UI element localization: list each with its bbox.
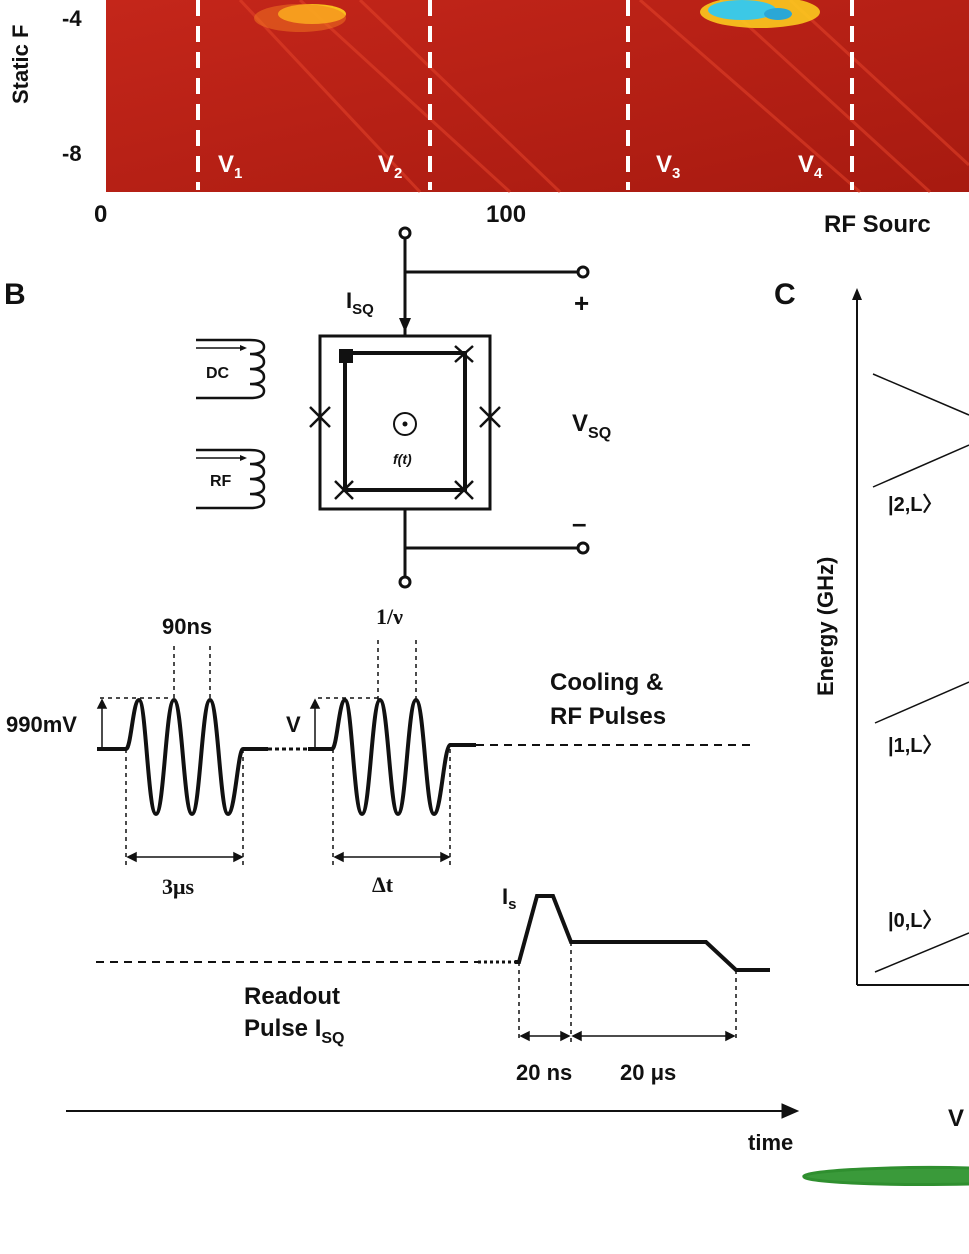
panel-c-axes <box>852 288 969 986</box>
state-label-1L: |1,L〉 <box>888 734 943 757</box>
amplitude-label-1: 990mV <box>6 712 77 737</box>
minus-sign: – <box>572 508 586 538</box>
readout-annotations <box>518 942 737 1042</box>
readout-label-line2: Pulse ISQ <box>244 1015 345 1047</box>
amplitude-label-2: V <box>286 712 301 737</box>
marker-lines <box>196 0 854 190</box>
readout-time-1: 20 ns <box>516 1060 572 1085</box>
heatmap-cyan-spot-2 <box>764 8 792 20</box>
panel-b-label: B <box>4 278 26 311</box>
marker-label-v4: V4 <box>798 151 823 182</box>
heatmap-orange-spot <box>254 4 346 32</box>
dimension-arrows <box>96 698 451 863</box>
marker-label-v3: V3 <box>656 151 680 182</box>
plus-terminal <box>576 265 590 279</box>
x-tick-0: 0 <box>94 201 107 228</box>
freq-label: 1/ν <box>376 604 403 629</box>
flux-circle-icon <box>393 412 417 436</box>
minus-terminal <box>576 541 590 555</box>
is-label: Is <box>502 884 516 913</box>
time-axis <box>66 1103 800 1119</box>
panel-a: V1 V2 V3 V4 Static F -4 -8 0 100 RF Sour… <box>8 0 969 238</box>
top-terminal <box>398 226 412 240</box>
junction-crosses <box>309 345 501 500</box>
panel-c: C Energy (GHz) |2,L〉 |1,L〉 |0,L〉 V <box>774 278 969 1132</box>
flux-label: f(t) <box>393 451 412 467</box>
cooling-label-line2: RF Pulses <box>550 703 666 730</box>
energy-levels <box>872 373 969 973</box>
y-tick-minus4: -4 <box>62 6 82 31</box>
period-label: 90ns <box>162 614 212 639</box>
marker-label-v1: V1 <box>218 151 242 182</box>
squid-marker-square <box>339 349 353 363</box>
heatmap-stripes <box>238 0 969 194</box>
bottom-terminal <box>398 575 412 589</box>
state-label-2L: |2,L〉 <box>888 493 943 516</box>
squid-circuit <box>309 226 590 589</box>
dc-coil <box>196 338 266 400</box>
readout-waveform <box>96 894 770 972</box>
cooling-label-line1: Cooling & <box>550 669 663 696</box>
heatmap-cyan-spot <box>708 0 776 20</box>
cooling-waveform <box>97 697 756 817</box>
vsq-label: VSQ <box>572 410 611 442</box>
readout-dimension-arrows <box>519 1030 736 1042</box>
dc-coil-label: DC <box>206 365 230 382</box>
state-label-0L: |0,L〉 <box>888 909 943 932</box>
panel-c-bottom-label: V <box>948 1105 964 1132</box>
panel-b: B <box>4 226 800 1155</box>
plus-sign: + <box>574 288 589 318</box>
x-tick-100: 100 <box>486 201 526 228</box>
readout-time-2: 20 μs <box>620 1060 676 1085</box>
green-annotation-mark <box>802 1165 969 1187</box>
squid-inner-loop <box>343 351 467 492</box>
isq-label: ISQ <box>346 288 374 318</box>
duration-label-1: 3μs <box>162 874 194 899</box>
rf-coil <box>196 448 266 510</box>
y-axis-label: Static F <box>8 25 33 104</box>
heatmap <box>106 0 969 192</box>
duration-label-2: Δt <box>372 872 394 897</box>
rf-coil-label: RF <box>210 473 232 490</box>
panel-c-label: C <box>774 278 796 311</box>
pulse-annotations <box>100 640 451 866</box>
x-axis-label: RF Sourc <box>824 211 931 238</box>
y-tick-minus8: -8 <box>62 141 82 166</box>
time-axis-label: time <box>748 1130 793 1155</box>
readout-label-line1: Readout <box>244 983 340 1010</box>
energy-axis-label: Energy (GHz) <box>813 557 838 696</box>
marker-label-v2: V2 <box>378 151 402 182</box>
